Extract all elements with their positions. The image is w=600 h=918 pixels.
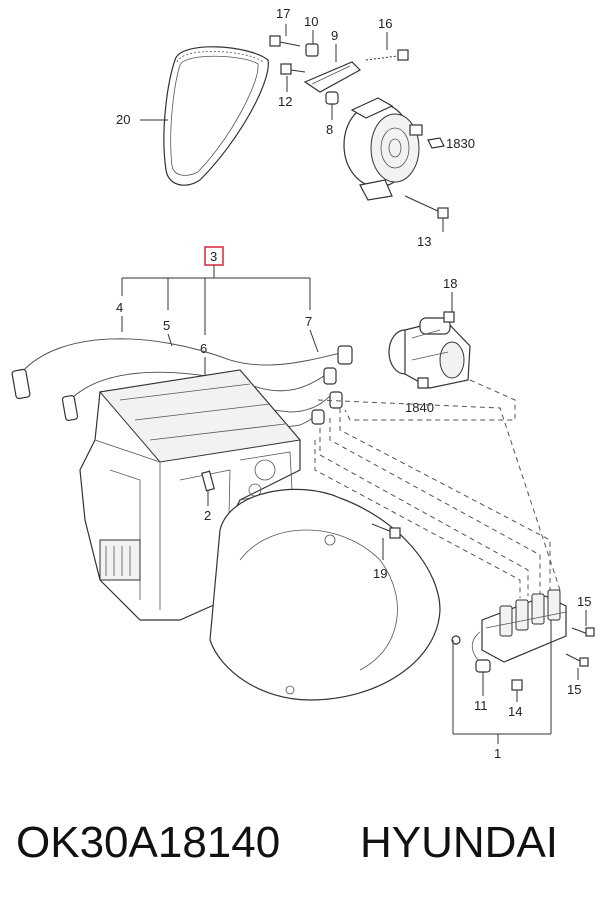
callout-1840: 1840 <box>405 400 434 415</box>
starter-motor <box>388 311 471 389</box>
callout-3: 3 <box>210 249 217 264</box>
bolt-15-upper <box>571 627 595 637</box>
adjusting-bracket <box>303 61 361 93</box>
callout-13: 13 <box>417 234 431 249</box>
callout-7: 7 <box>305 314 312 329</box>
callout-20: 20 <box>116 112 130 127</box>
connector-1830 <box>427 137 445 149</box>
callout-15-upper: 15 <box>577 594 591 609</box>
nut-10 <box>305 43 319 57</box>
callout-9: 9 <box>331 28 338 43</box>
engine-block <box>79 369 301 621</box>
transmission-housing <box>209 488 441 701</box>
bolt-14 <box>511 679 523 691</box>
bolt-19 <box>371 523 401 539</box>
callout-4: 4 <box>116 300 123 315</box>
spacer-8 <box>325 91 339 105</box>
part-number: OK30A18140 <box>16 818 281 867</box>
callout-1830: 1830 <box>446 136 475 151</box>
callout-12: 12 <box>278 94 292 109</box>
callout-8: 8 <box>326 122 333 137</box>
callout-1: 1 <box>494 746 501 761</box>
callout-15-lower: 15 <box>567 682 581 697</box>
callout-2: 2 <box>204 508 211 523</box>
parts-diagram: 20 17 10 9 16 12 8 <box>11 6 595 761</box>
callout-14: 14 <box>508 704 522 719</box>
footer: OK30A18140 HYUNDAI <box>0 818 600 888</box>
callout-18: 18 <box>443 276 457 291</box>
callout-11: 11 <box>474 698 488 713</box>
callout-17: 17 <box>276 6 290 21</box>
callout-6: 6 <box>200 341 207 356</box>
bolt-15-lower <box>565 653 589 667</box>
callout-10: 10 <box>304 14 318 29</box>
bolt-13 <box>404 195 449 219</box>
callout-16: 16 <box>378 16 392 31</box>
bolt-12 <box>280 63 306 75</box>
drive-belt <box>163 46 269 186</box>
callout-5: 5 <box>163 318 170 333</box>
ignition-coil <box>481 589 567 663</box>
bolt-17 <box>269 35 301 47</box>
alternator <box>343 97 423 201</box>
callout-19: 19 <box>373 566 387 581</box>
bolt-16 <box>365 49 409 61</box>
brand-name: HYUNDAI <box>360 818 559 867</box>
